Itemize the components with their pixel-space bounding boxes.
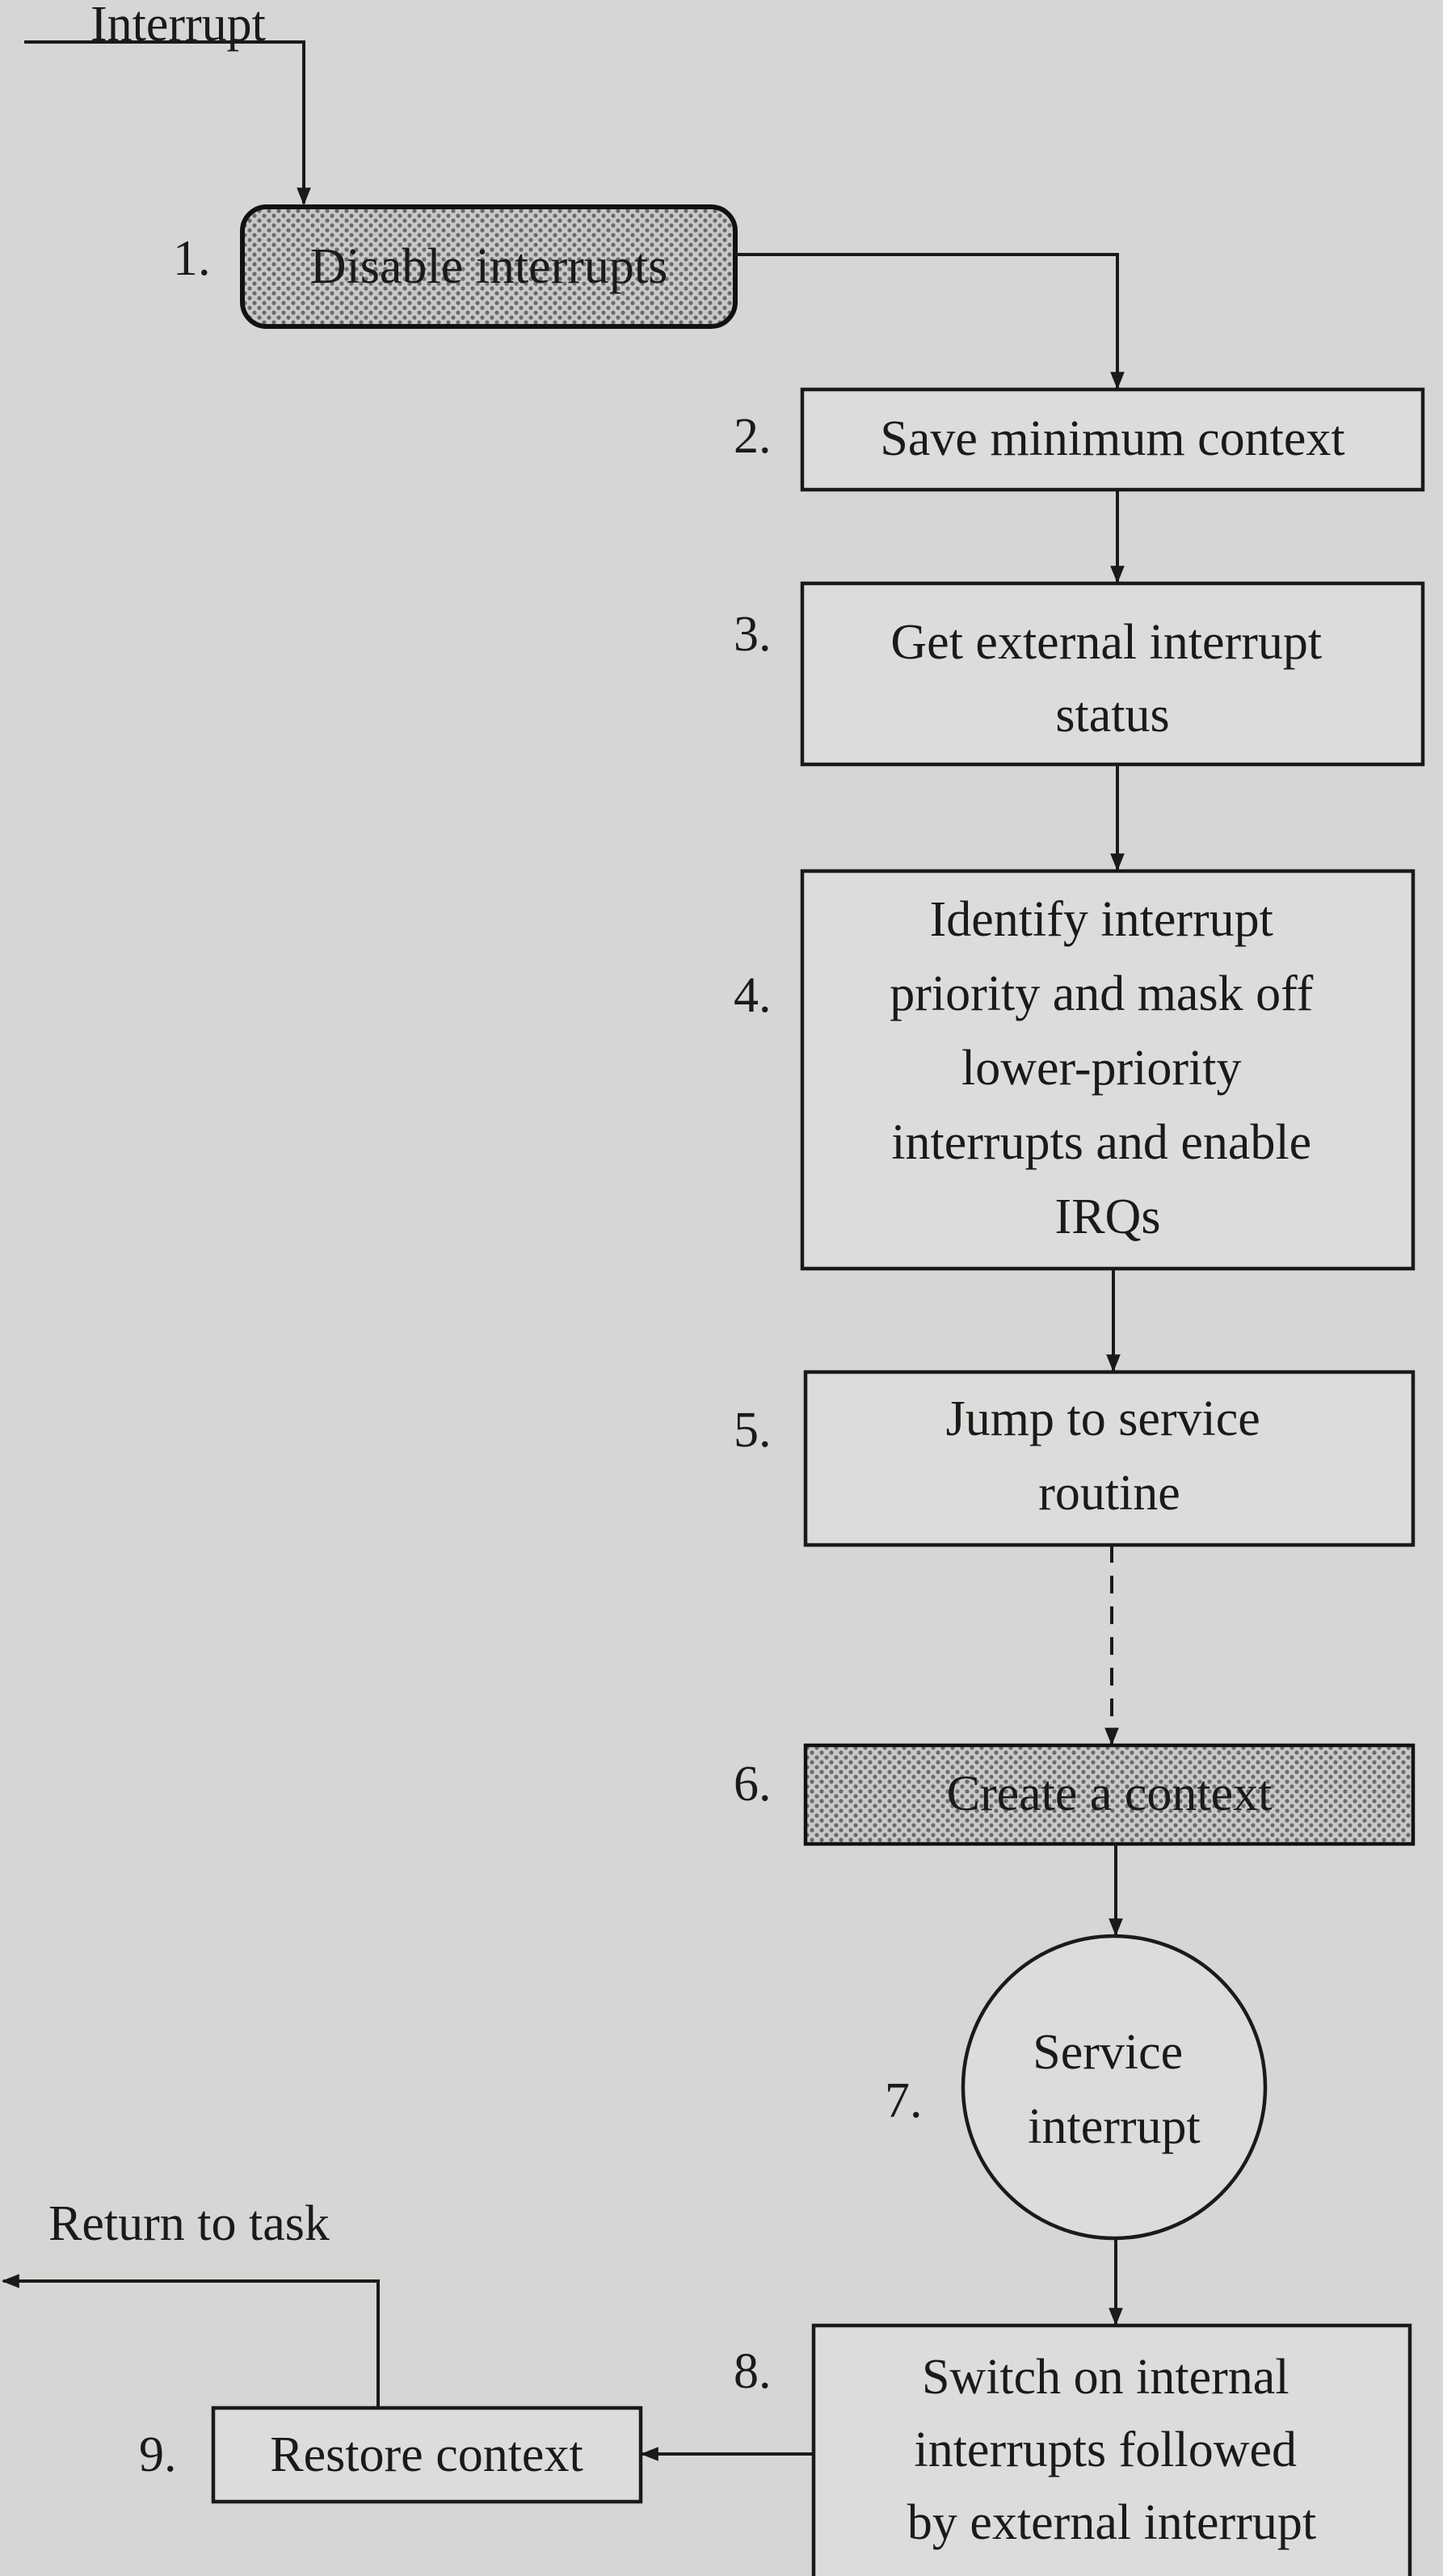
step-7-number: 7. xyxy=(885,2073,923,2128)
step-5-number: 5. xyxy=(734,1403,772,1458)
step-9-box xyxy=(211,2406,643,2504)
step-5-label: Jump to service routine xyxy=(946,1391,1273,1521)
step-1-box xyxy=(240,204,738,329)
edge-entry-to-1 xyxy=(24,40,311,206)
exit-label: Return to task xyxy=(48,2196,330,2251)
step-3: Get external interrupt status 3. xyxy=(734,581,1425,767)
step-6-box xyxy=(803,1743,1416,1846)
step-5: Jump to service routine 5. xyxy=(734,1370,1416,1547)
step-2-label: Save minimum context xyxy=(880,411,1344,466)
step-5-box xyxy=(803,1370,1416,1547)
step-1: Disable interrupts 1. xyxy=(173,204,738,329)
step-9-label: Restore context xyxy=(270,2427,583,2482)
step-7-circle xyxy=(961,1934,1268,2241)
step-3-number: 3. xyxy=(734,607,772,662)
step-3-box xyxy=(800,581,1425,767)
step-8-label: Switch on internal interrupts followed b… xyxy=(907,2350,1316,2550)
step-2-number: 2. xyxy=(734,409,772,464)
edge-9-to-exit xyxy=(1,2274,380,2408)
entry-label: Interrupt xyxy=(90,0,266,52)
step-4: Identify interrupt priority and mask off… xyxy=(734,869,1416,1271)
step-3-label: Get external interrupt status xyxy=(890,615,1334,743)
step-7: Service interrupt 7. xyxy=(885,1934,1268,2241)
step-8-number: 8. xyxy=(734,2344,772,2399)
step-2-box xyxy=(800,387,1425,492)
step-9: Restore context 9. xyxy=(139,2406,643,2504)
step-2: Save minimum context 2. xyxy=(734,387,1425,492)
step-4-label: Identify interrupt priority and mask off… xyxy=(890,892,1326,1244)
step-1-number: 1. xyxy=(173,231,211,286)
step-4-box xyxy=(800,869,1416,1271)
step-8: Switch on internal interrupts followed b… xyxy=(734,2323,1412,2576)
step-6-number: 6. xyxy=(734,1757,772,1812)
step-8-box xyxy=(811,2323,1412,2576)
step-9-number: 9. xyxy=(139,2427,177,2482)
step-4-number: 4. xyxy=(734,968,772,1023)
step-7-label: Service interrupt xyxy=(1028,2025,1201,2154)
step-6: Create a context 6. xyxy=(734,1743,1416,1846)
step-1-label: Disable interrupts xyxy=(310,239,668,294)
step-6-label: Create a context xyxy=(947,1766,1273,1821)
edge-1-to-2 xyxy=(735,253,1125,390)
